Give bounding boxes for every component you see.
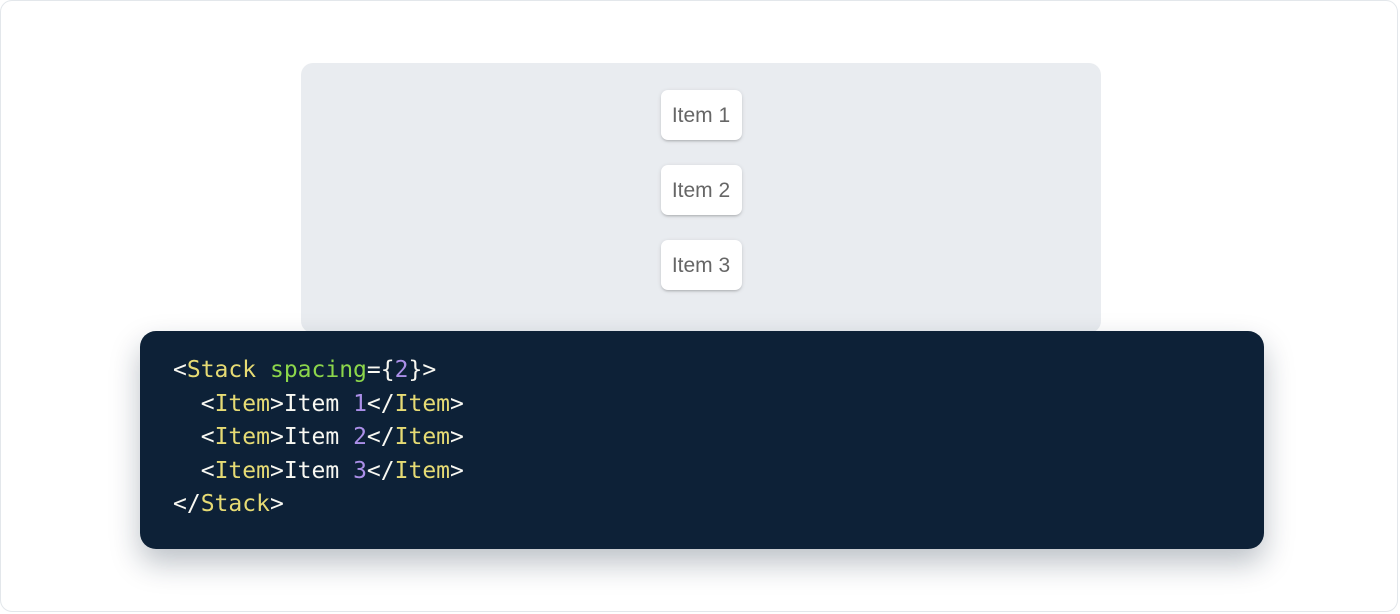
- code-token-punct: >: [450, 390, 464, 417]
- code-token-num: 1: [353, 390, 367, 417]
- code-token-punct: >: [269, 424, 284, 450]
- code-token-punct: <: [200, 457, 215, 484]
- code-token-punct: >: [450, 457, 464, 484]
- code-token-punct: <: [200, 424, 215, 450]
- code-token-punct: </: [366, 457, 395, 484]
- code-token-plain: [173, 391, 201, 417]
- code-token-plain: Item: [283, 457, 354, 484]
- code-token-punct: <: [200, 390, 215, 417]
- code-token-punct: >: [269, 491, 284, 517]
- code-token-punct: >: [422, 357, 437, 383]
- code-token-punct: >: [269, 390, 284, 417]
- code-token-tag: Item: [394, 457, 451, 484]
- code-token-tag: Item: [214, 424, 270, 450]
- code-line: <Item>Item 3</Item>: [173, 455, 1231, 489]
- code-token-punct: }: [408, 357, 423, 383]
- code-token-plain: [173, 458, 201, 484]
- code-token-punct: </: [173, 491, 201, 517]
- code-token-plain: [256, 357, 270, 383]
- code-token-punct: </: [366, 390, 395, 417]
- code-token-tag: Stack: [200, 491, 270, 517]
- code-token-num: 3: [353, 457, 367, 484]
- code-token-attr: spacing: [269, 357, 367, 383]
- code-content: <Stack spacing={2}> <Item>Item 1</Item> …: [173, 354, 1231, 522]
- item-card-2-label: Item 2: [671, 178, 731, 202]
- code-token-plain: Item: [283, 424, 354, 450]
- item-card-1: Item 1: [660, 90, 742, 140]
- code-token-punct: >: [269, 457, 284, 484]
- code-token-plain: Item: [283, 390, 354, 417]
- code-token-punct: =: [366, 357, 381, 383]
- code-token-plain: [173, 424, 201, 450]
- code-line: <Item>Item 2</Item>: [173, 421, 1231, 455]
- code-token-punct: >: [450, 424, 464, 450]
- code-line: <Item>Item 1</Item>: [173, 388, 1231, 422]
- code-block: <Stack spacing={2}> <Item>Item 1</Item> …: [140, 331, 1264, 549]
- code-token-tag: Item: [214, 457, 270, 484]
- code-token-tag: Item: [394, 390, 451, 417]
- item-card-1-label: Item 1: [671, 103, 731, 127]
- code-line: <Stack spacing={2}>: [173, 354, 1231, 388]
- item-card-3: Item 3: [660, 240, 742, 290]
- item-card-3-label: Item 3: [671, 253, 731, 277]
- code-token-num: 2: [394, 357, 409, 383]
- code-line: </Stack>: [173, 488, 1231, 522]
- code-token-punct: {: [380, 357, 395, 383]
- code-token-tag: Item: [394, 424, 451, 450]
- stack-demo-panel: Item 1 Item 2 Item 3: [301, 63, 1101, 333]
- code-token-punct: </: [366, 424, 395, 450]
- code-token-punct: <: [173, 357, 187, 383]
- code-token-tag: Item: [214, 390, 270, 417]
- item-card-2: Item 2: [660, 165, 742, 215]
- code-token-tag: Stack: [186, 357, 257, 383]
- code-token-num: 2: [353, 424, 367, 450]
